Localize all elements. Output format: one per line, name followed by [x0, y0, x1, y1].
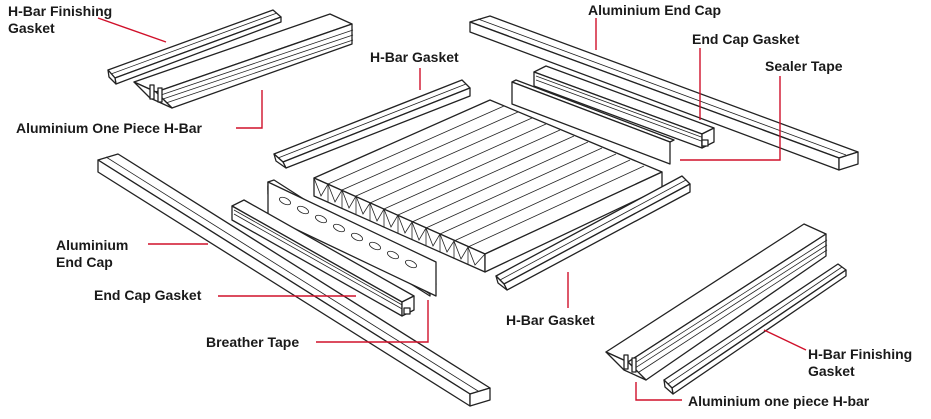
aluminium-end-cap-top	[469, 15, 859, 171]
hbar-gasket-bottom	[495, 175, 691, 291]
aluminium-one-piece-hbar-top-left	[133, 13, 354, 109]
sealer-tape	[511, 79, 675, 165]
end-cap-gasket-top	[533, 65, 715, 149]
label-hbar-finishing-gasket-top-left: H-Bar Finishing Gasket	[8, 3, 113, 36]
leader-lines	[97, 17, 807, 401]
label-aluminium-one-piece-hbar-left: Aluminium One Piece H-Bar	[16, 120, 202, 136]
aluminium-one-piece-hbar-bottom-right	[605, 223, 828, 381]
label-aluminium-one-piece-hbar-bottom-right: Aluminium one piece H-bar	[688, 393, 870, 409]
aluminium-end-cap-left	[97, 153, 491, 407]
hbar-finishing-gasket-bottom-right	[663, 263, 847, 395]
end-cap-gasket-left	[231, 199, 415, 317]
breather-tape-panel	[267, 181, 437, 297]
label-end-cap-gasket-top: End Cap Gasket	[692, 31, 800, 47]
label-breather-tape: Breather Tape	[206, 334, 300, 350]
polycarbonate-sheet	[313, 99, 663, 273]
label-hbar-finishing-gasket-bottom-right: H-Bar Finishing Gasket	[808, 346, 913, 379]
label-sealer-tape: Sealer Tape	[765, 58, 843, 74]
label-aluminium-end-cap-left: Aluminium End Cap	[56, 237, 129, 270]
label-hbar-gasket-bottom: H-Bar Gasket	[506, 312, 595, 328]
label-end-cap-gasket-left: End Cap Gasket	[94, 287, 202, 303]
hbar-gasket-top	[273, 79, 471, 169]
sheet-flutes	[313, 105, 645, 266]
hbar-finishing-gasket-top-left	[107, 9, 282, 85]
label-hbar-gasket-top: H-Bar Gasket	[370, 49, 459, 65]
label-aluminium-end-cap-top: Aluminium End Cap	[588, 2, 721, 18]
